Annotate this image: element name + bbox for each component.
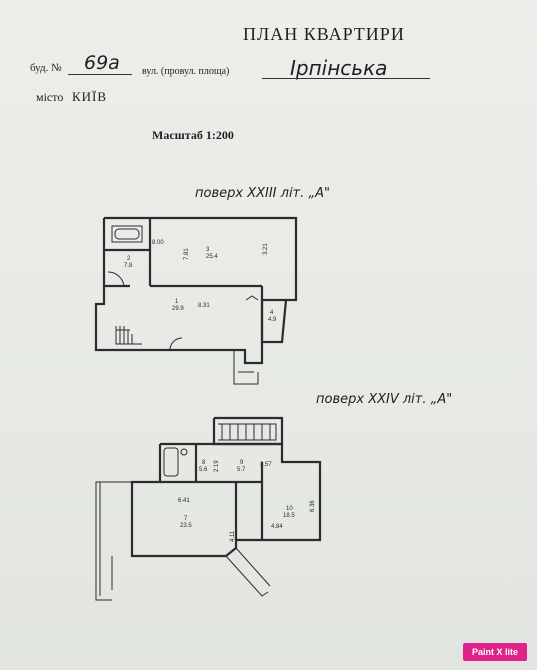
scale-label: Масштаб 1:200 <box>152 128 234 142</box>
floor2-label: 5.7 <box>237 467 246 473</box>
floor1-label: 2 <box>127 256 131 262</box>
floor2-label: 9 <box>240 460 244 466</box>
floor1-label: 7.81 <box>184 248 190 260</box>
floor1-label: 3 <box>206 247 210 253</box>
floor1-label: 8.31 <box>198 303 210 309</box>
building-label: буд. № <box>30 62 62 74</box>
floor1-label: 4.9 <box>268 317 277 323</box>
floor2-label: 6.41 <box>178 498 190 504</box>
page-title: ПЛАН КВАРТИРИ <box>243 24 405 44</box>
floor2-label: 8 <box>202 460 206 466</box>
app-watermark-badge: Paint X lite <box>463 643 527 661</box>
street-value: Ірпінська <box>290 56 388 80</box>
floor2-label: 4.84 <box>271 524 283 530</box>
floor1-label: 8.00 <box>152 240 164 246</box>
floor2-label: 2.19 <box>214 460 220 472</box>
city-label: місто <box>36 90 64 104</box>
city-value: КИЇВ <box>72 89 108 104</box>
street-underline <box>262 78 430 79</box>
floor1-label: 1 <box>175 299 179 305</box>
floor2-label: 18.5 <box>283 513 295 519</box>
floor2-label: 4.11 <box>230 530 236 542</box>
floor1-label: 3.21 <box>263 243 269 255</box>
floor2-label: 5.6 <box>199 467 208 473</box>
floor2-label: 7 <box>184 516 188 522</box>
floor1-label: 7.8 <box>124 263 133 269</box>
floor1-label: 29.9 <box>172 306 184 312</box>
building-underline <box>68 74 132 75</box>
floor1-label: 4 <box>270 310 274 316</box>
floor2-title: поверх XXIV літ. „А" <box>316 392 453 407</box>
floor1-label: 25.4 <box>206 254 218 260</box>
floor1-title: поверх XXIII літ. „А" <box>195 186 331 201</box>
floor2-label: 3.57 <box>260 462 272 468</box>
floor2-label: 10 <box>286 506 293 512</box>
building-number: 69а <box>84 52 120 74</box>
floor2-label: 6.36 <box>310 500 316 512</box>
street-label: вул. (провул. площа) <box>142 66 230 77</box>
floor2-label: 23.5 <box>180 523 192 529</box>
